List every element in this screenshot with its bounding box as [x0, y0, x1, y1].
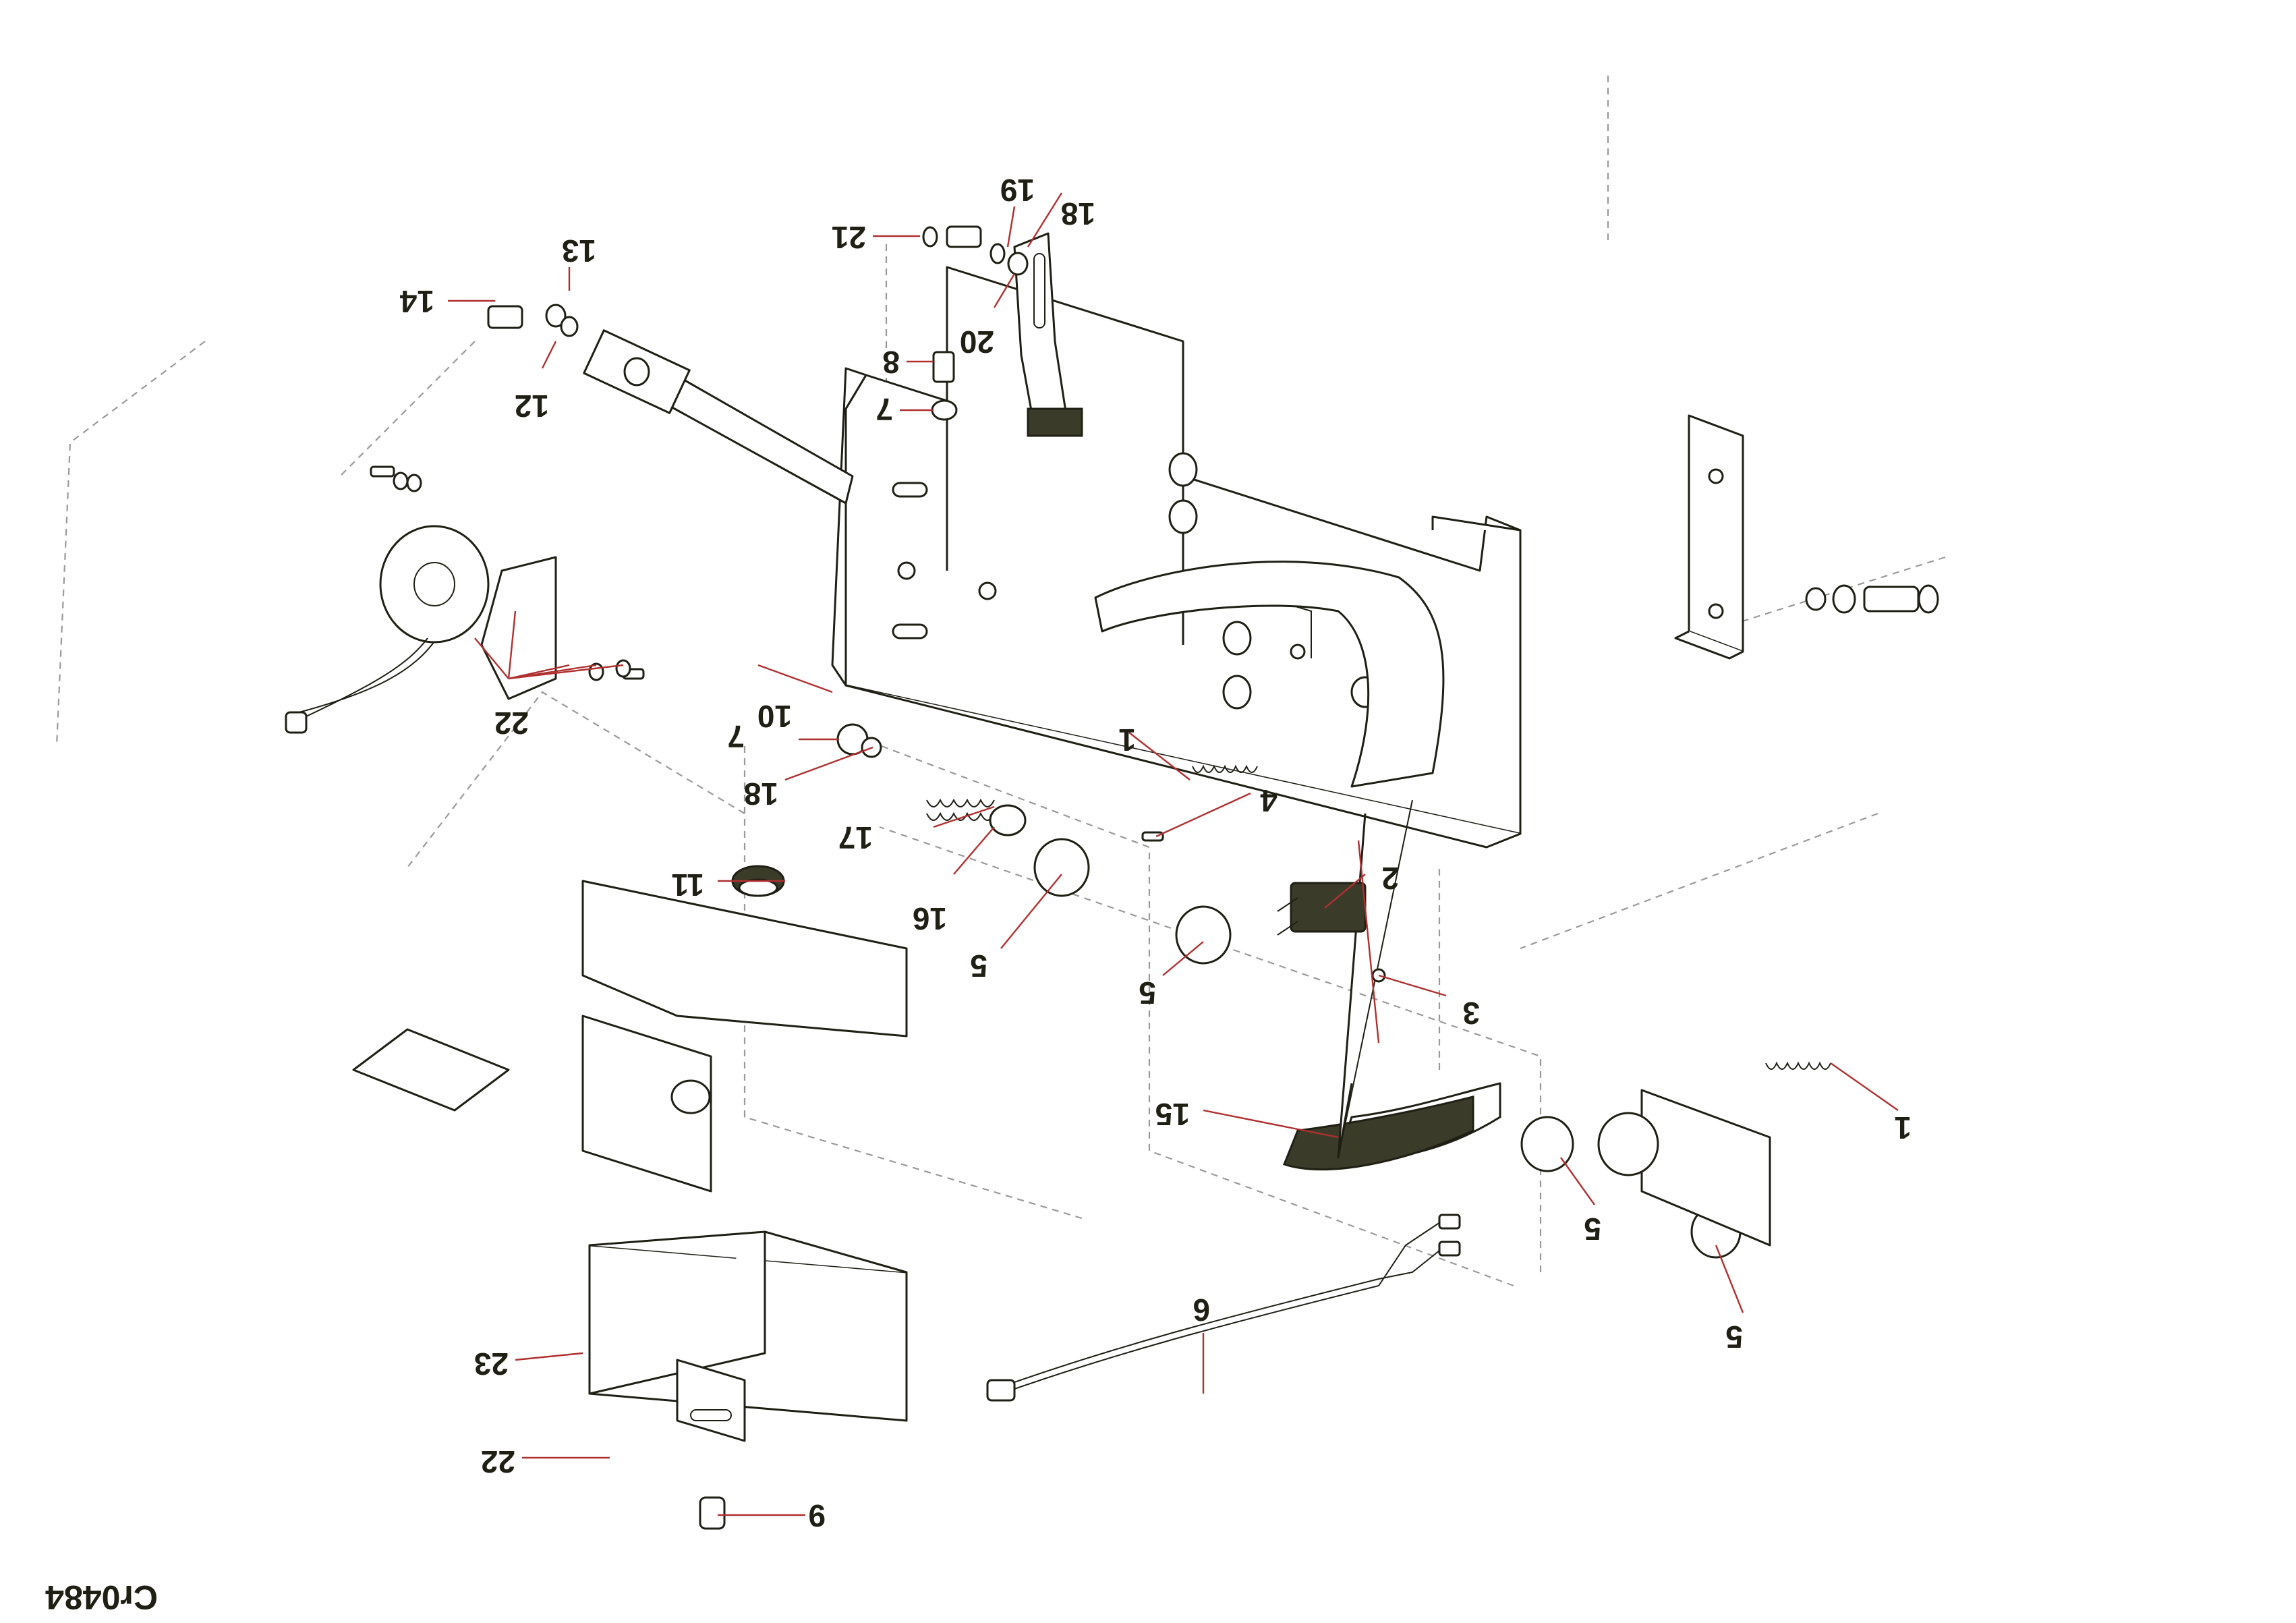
sensor-assembly: [285, 465, 645, 734]
callout-14: 14: [399, 284, 434, 319]
callout-22-clamp: 22: [481, 1444, 515, 1479]
callout-18-left: 18: [744, 776, 778, 812]
callout-4: 4: [1260, 783, 1278, 818]
torsion-spring: [926, 798, 1027, 836]
leader-lines: [448, 192, 1899, 1516]
callout-15: 15: [1155, 1097, 1190, 1132]
clamp-screw: [699, 1496, 726, 1530]
callout-16: 16: [913, 901, 947, 936]
callout-5-right: 5: [1584, 1212, 1601, 1247]
callout-18-top: 19: [1000, 173, 1035, 208]
side-plate: [1674, 414, 1744, 660]
callout-2: 2: [1381, 861, 1399, 896]
lower-clamp-plate: [676, 1359, 746, 1442]
callout-5-pedal: 5: [1139, 975, 1156, 1010]
small-bolt-nut: [931, 351, 958, 421]
callout-5-upper: 5: [970, 948, 987, 984]
wire-harness: [986, 1214, 1461, 1402]
callout-21: 21: [832, 220, 866, 255]
callout-12: 12: [515, 389, 549, 424]
upper-spring: [1141, 764, 1258, 842]
microswitch: [1277, 882, 1386, 983]
flange-bushings: [1033, 838, 1742, 1259]
lever-bar: [487, 304, 854, 505]
callout-13: 13: [562, 233, 596, 268]
callout-5-lower: 5: [1725, 1319, 1743, 1355]
callout-23: 23: [474, 1346, 509, 1382]
callout-20: 20: [960, 324, 994, 360]
mount-bracket: [352, 880, 908, 1193]
lower-spring: [1765, 1061, 1831, 1070]
callout-6: 6: [1193, 1292, 1210, 1328]
bolt-washer-group-top: [922, 225, 1029, 276]
bushing-pair: [836, 723, 882, 758]
frame-bolt-set: [1805, 584, 1939, 614]
cover-box: [588, 1230, 908, 1422]
callout-labels: 14 13 12 21 19 20 18 8 7 10 7 18 22 17 1…: [45, 173, 1912, 1616]
pivot-bracket: [1597, 1089, 1771, 1247]
callout-1-top: 1: [1118, 722, 1136, 758]
drawing-code: Cr0484: [45, 1578, 158, 1616]
callout-1-lower: 1: [1894, 1110, 1912, 1145]
callout-11: 11: [671, 867, 704, 903]
callout-8: 8: [882, 345, 900, 380]
callout-3: 3: [1462, 996, 1480, 1031]
callout-22-sensor: 22: [494, 706, 529, 741]
callout-7-top: 7: [876, 392, 893, 427]
callout-19: 18: [1061, 196, 1095, 231]
callout-9: 9: [808, 1498, 826, 1533]
callout-17: 17: [838, 820, 873, 855]
callout-7-left: 7: [727, 719, 745, 754]
callout-10: 10: [757, 699, 792, 734]
bracket-strip: [1013, 232, 1083, 437]
pedal-arm: [1094, 561, 1501, 1171]
